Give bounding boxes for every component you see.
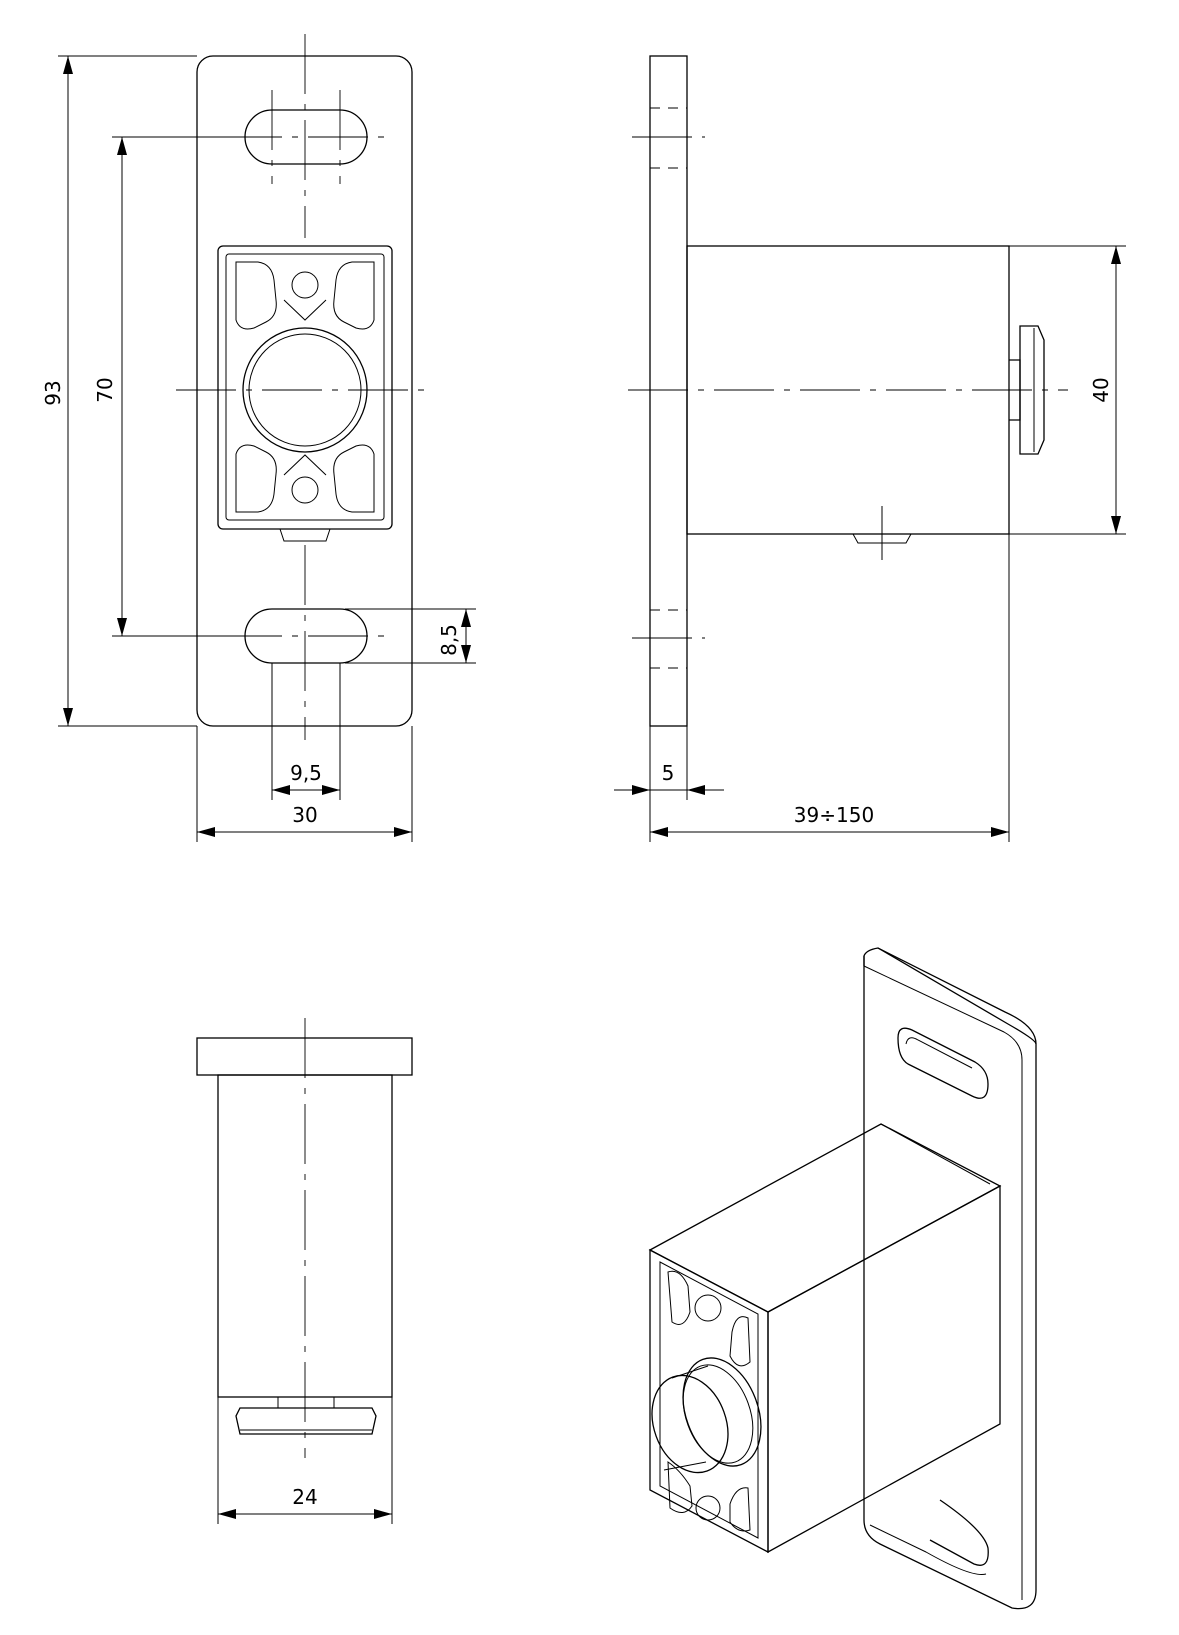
dim-label-length-range: 39÷150 [794, 803, 874, 827]
iso-cavity-2 [729, 1316, 751, 1367]
cavity-web [283, 299, 327, 476]
dim-label-plate-thickness: 5 [662, 761, 675, 785]
iso-top-slot [897, 1027, 989, 1099]
iso-top-slot-depth [905, 1037, 973, 1069]
iso-cavity-3 [667, 1461, 693, 1513]
cavity-bottom-left [235, 444, 277, 513]
front-screw [279, 528, 331, 542]
iso-button-side [663, 1365, 709, 1471]
side-view-dimensions: 40 5 39÷150 [614, 245, 1126, 842]
bottom-button-stem [277, 1396, 335, 1409]
cavity-top-left [235, 261, 277, 330]
isometric-view [648, 947, 1037, 1610]
dim-arrows-9-5 [272, 785, 340, 795]
profile-frame-inner [225, 253, 385, 521]
bottom-button-head [235, 1407, 377, 1435]
dim-label-slot-width: 8,5 [437, 624, 461, 656]
side-button-head [1019, 325, 1045, 455]
iso-cavity-round-top [694, 1294, 722, 1322]
front-view [176, 34, 434, 740]
cavity-top-right [333, 261, 375, 330]
iso-body-top-back-edge [880, 1123, 991, 1185]
front-view-dimensions: 93 70 8,5 9,5 30 [41, 55, 476, 842]
dim-label-plate-width: 30 [292, 803, 317, 827]
iso-body-side [767, 1184, 1001, 1554]
cavity-bottom-right [333, 444, 375, 513]
iso-button-flange-inner [682, 1364, 754, 1464]
iso-plate-face [863, 947, 1037, 1610]
dim-arrows-5 [632, 785, 705, 795]
dim-label-body-height: 40 [1089, 377, 1113, 402]
iso-cavity-1 [667, 1270, 691, 1325]
bottom-view [196, 1018, 413, 1458]
mounting-plate-outline [196, 55, 413, 727]
iso-button-face [651, 1374, 729, 1474]
iso-profile-inner [659, 1261, 759, 1539]
iso-plate-thickness [863, 965, 1023, 1600]
cavity-top-round [291, 271, 319, 299]
dim-label-slot-spacing: 70 [93, 377, 117, 402]
iso-plate-bottom-edge [869, 1524, 987, 1576]
iso-cavity-round-bottom [695, 1495, 721, 1521]
iso-bottom-slot [929, 1499, 989, 1566]
side-view [628, 55, 1068, 727]
cavity-bottom-round [291, 476, 319, 504]
iso-body-front [649, 1248, 769, 1554]
dim-label-height-total: 93 [41, 380, 65, 405]
iso-body-top [648, 1123, 1002, 1313]
dim-arrows-8-5 [461, 609, 471, 663]
iso-cavity-4 [729, 1487, 751, 1532]
dim-arrows-24 [218, 1509, 392, 1519]
bottom-view-dimensions: 24 [217, 1397, 393, 1524]
bottom-plate [196, 1037, 413, 1076]
profile-frame-outer [217, 245, 393, 530]
side-plate [649, 55, 688, 727]
dim-label-slot-length: 9,5 [290, 761, 322, 785]
iso-plate-top-edge [863, 947, 1037, 1045]
dim-label-body-width: 24 [292, 1485, 317, 1509]
